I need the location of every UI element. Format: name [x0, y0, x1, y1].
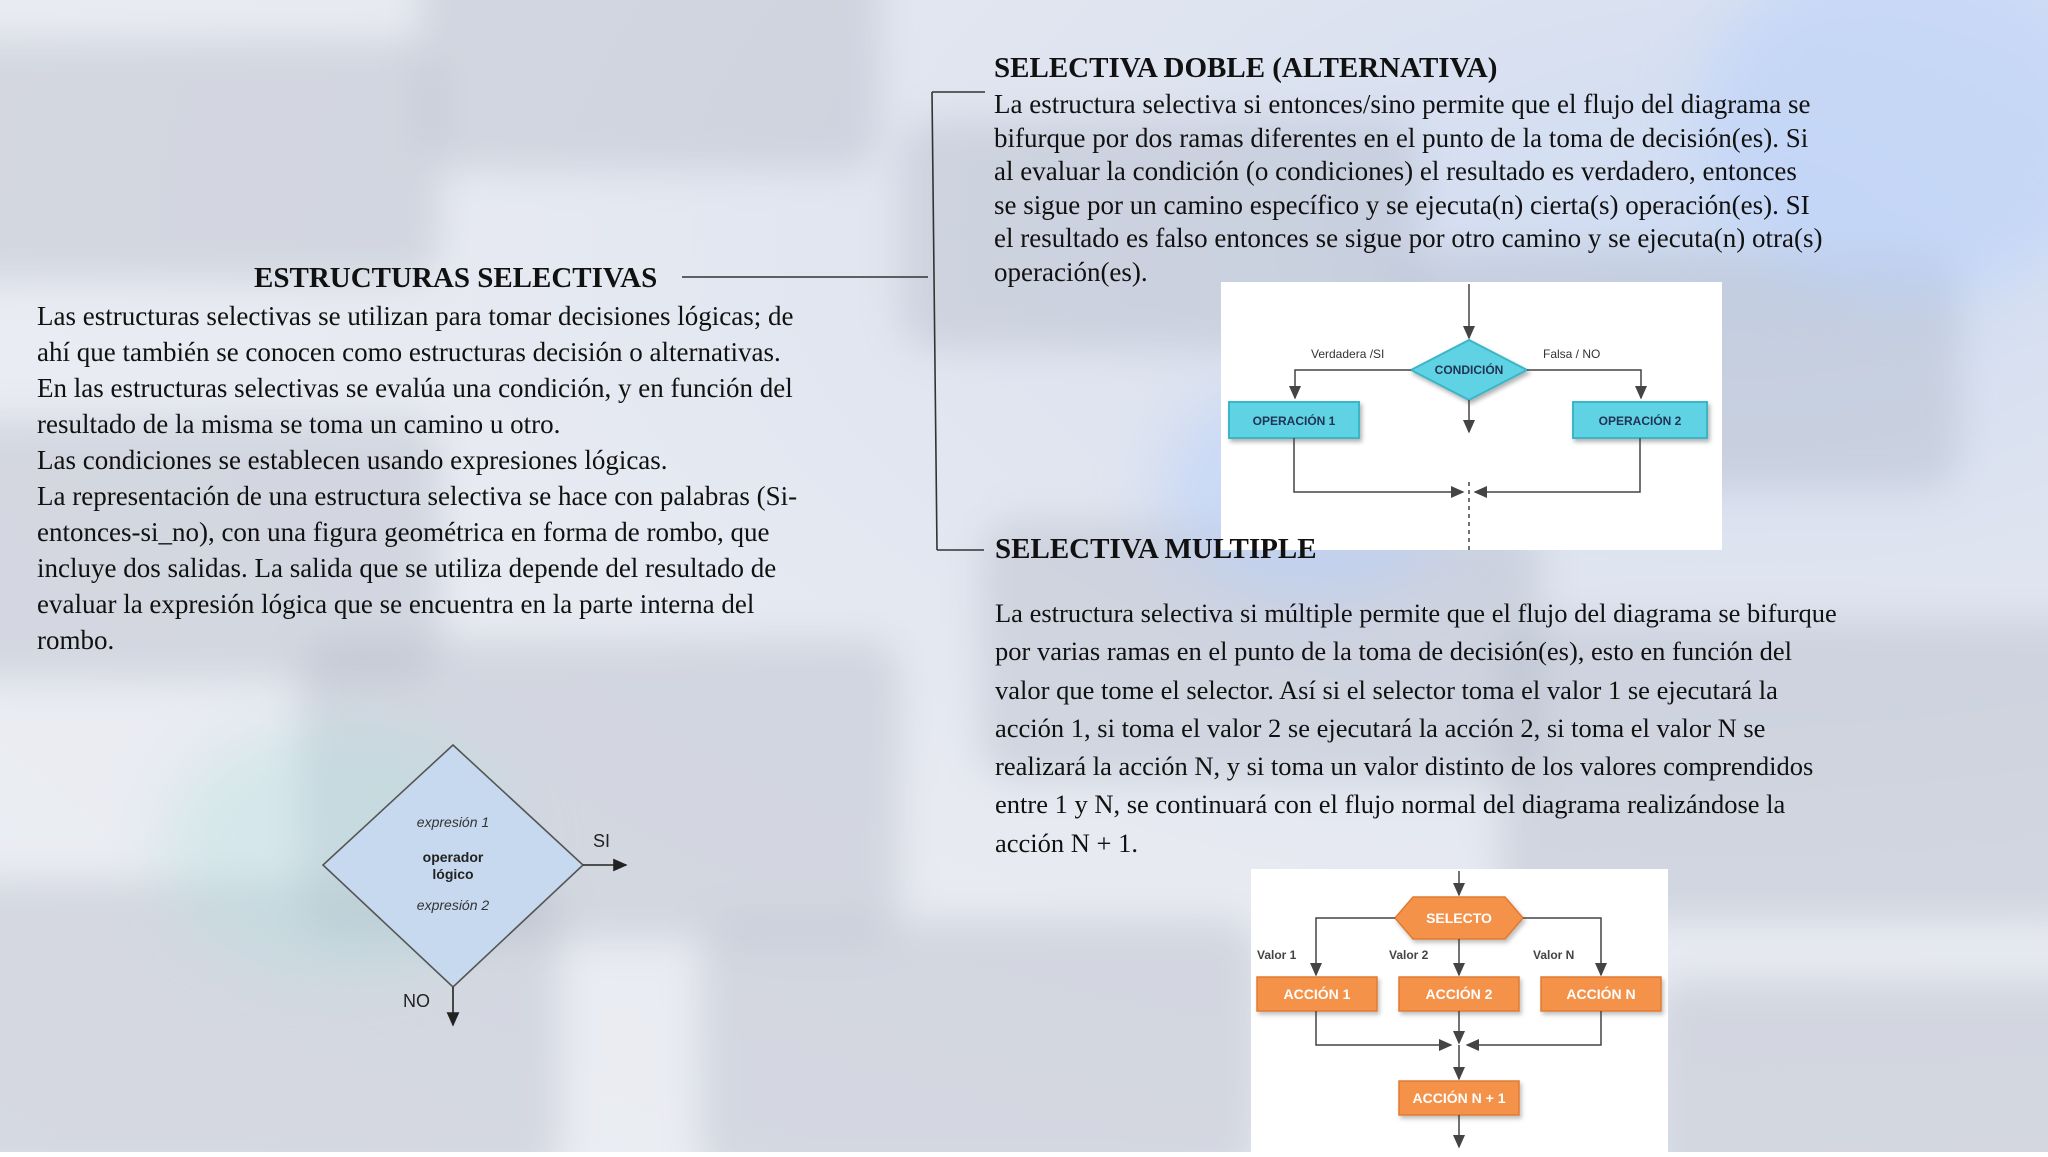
- operation-2-box: [1572, 401, 1708, 439]
- doble-flowchart-panel: CONDICIÓN Verdadera /SI Falsa / NO OPERA…: [1221, 282, 1722, 550]
- operation-1-label: OPERACIÓN 1: [1253, 413, 1336, 428]
- action-2-label: ACCIÓN 2: [1426, 985, 1493, 1002]
- action-1-box: [1256, 976, 1378, 1012]
- section-body-multiple: La estructura selectiva si múltiple perm…: [995, 594, 1837, 862]
- true-label: Verdadera /SI: [1311, 347, 1384, 361]
- operation-2-label: OPERACIÓN 2: [1599, 413, 1682, 428]
- body-line: entre 1 y N, se continuará con el flujo …: [995, 789, 1786, 820]
- multiple-flowchart-panel: SELECTO Valor 1 Valor 2 Valor N ACCIÓN 1…: [1251, 869, 1668, 1152]
- multiple-flowchart: SELECTO Valor 1 Valor 2 Valor N ACCIÓN 1…: [1256, 871, 1662, 1149]
- value-2-label: Valor 2: [1389, 948, 1429, 962]
- section-body-doble: La estructura selectiva si entonces/sino…: [994, 88, 1822, 289]
- action-n-plus-1-label: ACCIÓN N + 1: [1413, 1089, 1506, 1106]
- operator-label-2: lógico: [432, 866, 473, 882]
- no-label: NO: [403, 991, 430, 1011]
- body-line: Las condiciones se establecen usando exp…: [37, 445, 668, 475]
- body-line: al evaluar la condición (o condiciones) …: [994, 156, 1797, 186]
- selector-label: SELECTO: [1426, 910, 1492, 926]
- body-line: evaluar la expresión lógica que se encue…: [37, 589, 755, 619]
- body-line: por varias ramas en el punto de la toma …: [995, 636, 1792, 667]
- operator-label: operador: [423, 849, 484, 865]
- value-1-label: Valor 1: [1257, 948, 1297, 962]
- body-line: bifurque por dos ramas diferentes en el …: [994, 122, 1809, 153]
- body-line: acción N + 1.: [995, 827, 1138, 858]
- body-line: el resultado es falso entonces se sigue …: [994, 223, 1823, 253]
- body-line: se sigue por un camino específico y se e…: [994, 189, 1810, 220]
- body-line: La representación de una estructura sele…: [37, 481, 798, 511]
- action-n-label: ACCIÓN N: [1566, 985, 1635, 1002]
- section-body-estructuras: Las estructuras selectivas se utilizan p…: [37, 298, 797, 658]
- body-line: La estructura selectiva si entonces/sino…: [994, 89, 1811, 119]
- body-line: incluye dos salidas. La salida que se ut…: [37, 553, 777, 583]
- body-line: acción 1, si toma el valor 2 se ejecutar…: [995, 712, 1766, 743]
- body-line: valor que tome el selector. Así si el se…: [995, 674, 1778, 705]
- body-line: resultado de la misma se toma un camino …: [37, 409, 561, 439]
- section-title-estructuras: ESTRUCTURAS SELECTIVAS: [254, 262, 658, 294]
- action-n-box: [1540, 976, 1662, 1012]
- section-title-doble: SELECTIVA DOBLE (ALTERNATIVA): [994, 52, 1498, 84]
- decision-diamond-diagram: expresión 1 operador lógico expresión 2 …: [321, 743, 628, 1027]
- condition-label: CONDICIÓN: [1435, 362, 1504, 377]
- value-n-label: Valor N: [1533, 948, 1574, 962]
- body-line: Las estructuras selectivas se utilizan p…: [37, 301, 794, 331]
- action-n-plus-1-box: [1398, 1080, 1520, 1116]
- yes-label: SI: [593, 831, 610, 851]
- action-2-box: [1398, 976, 1520, 1012]
- section-title-multiple: SELECTIVA MULTIPLE: [995, 533, 1317, 565]
- body-line: ahí que también se conocen como estructu…: [37, 337, 781, 367]
- body-line: operación(es).: [994, 256, 1148, 287]
- operation-1-box: [1228, 401, 1360, 439]
- body-line: rombo.: [37, 625, 115, 655]
- expr2-label: expresión 2: [417, 897, 490, 913]
- expr1-label: expresión 1: [417, 814, 489, 830]
- doble-flowchart: CONDICIÓN Verdadera /SI Falsa / NO OPERA…: [1228, 284, 1708, 550]
- body-line: En las estructuras selectivas se evalúa …: [37, 373, 793, 403]
- action-1-label: ACCIÓN 1: [1284, 985, 1351, 1002]
- body-line: entonces-si_no), con una figura geométri…: [37, 517, 770, 547]
- body-line: realizará la acción N, y si toma un valo…: [995, 751, 1814, 782]
- body-line: La estructura selectiva si múltiple perm…: [995, 598, 1837, 628]
- false-label: Falsa / NO: [1543, 347, 1600, 361]
